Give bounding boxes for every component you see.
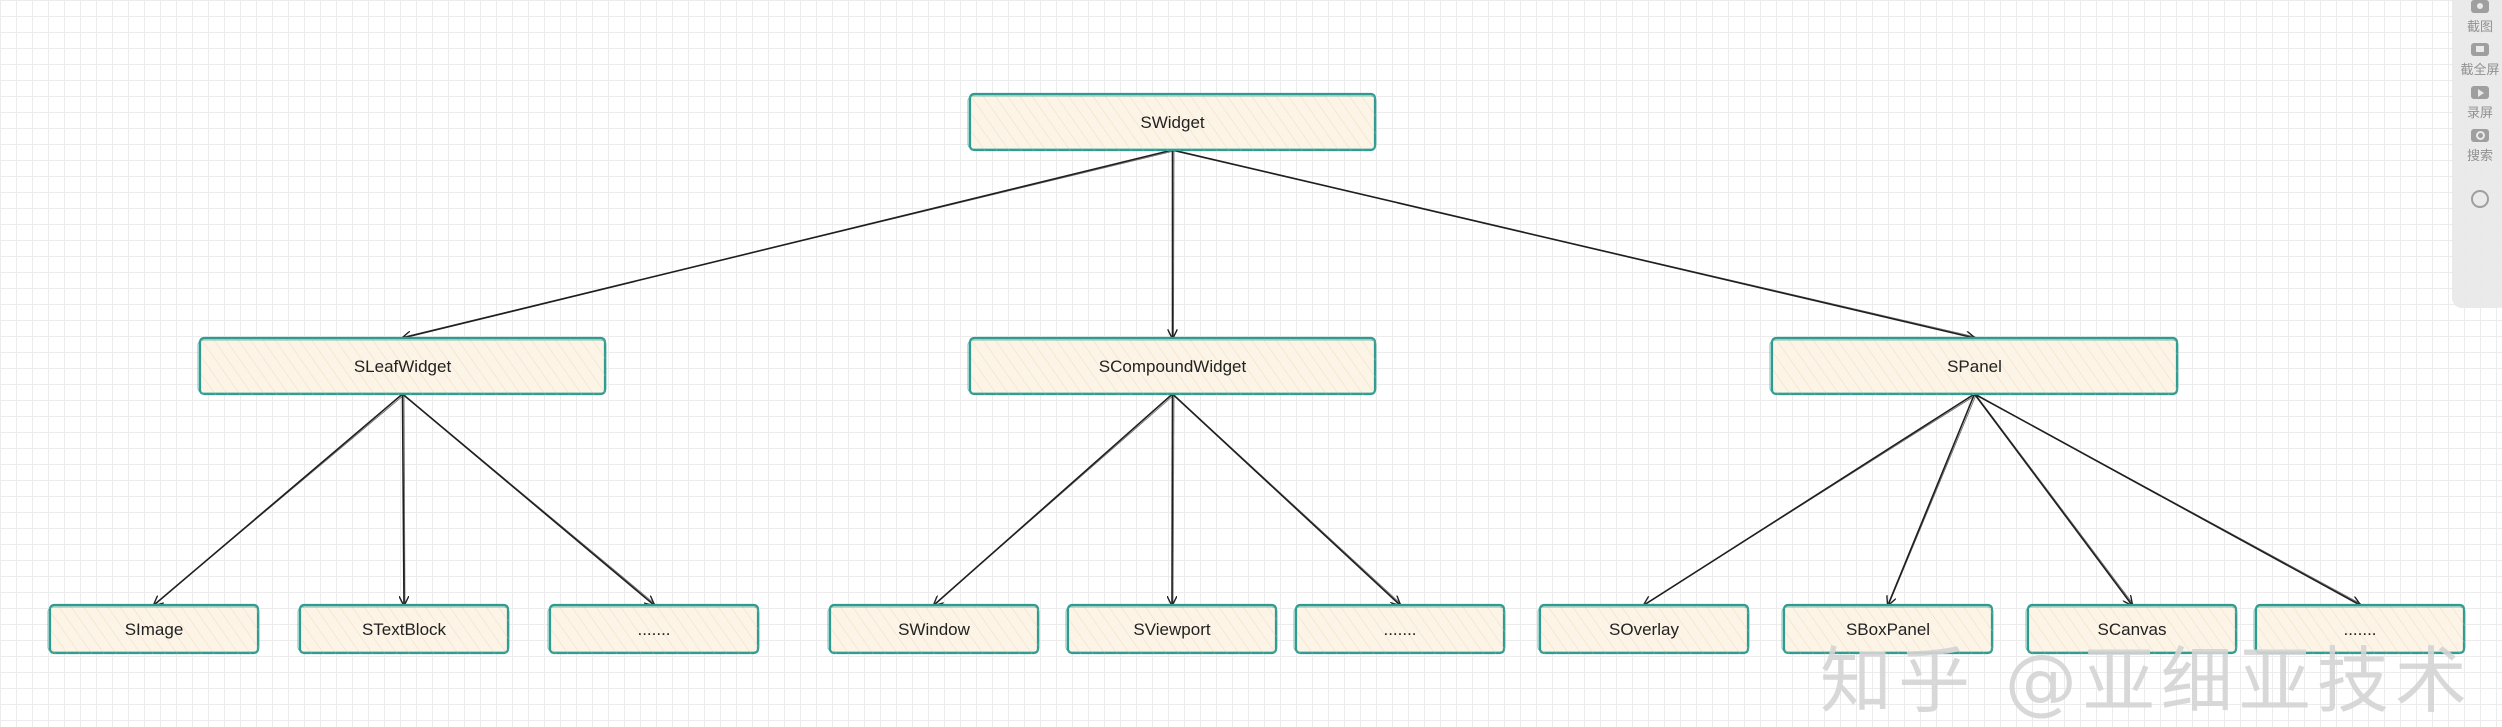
edge-scompoundwidget-sviewport	[1172, 393, 1174, 605]
settings-tool[interactable]	[2471, 172, 2489, 208]
node-leaf-more[interactable]: .......	[547, 603, 760, 655]
node-stextblock[interactable]: STextBlock	[297, 603, 510, 655]
fullscreen-icon	[2470, 43, 2489, 56]
node-label-scanvas: SCanvas	[2098, 620, 2167, 639]
node-label-compound-more: .......	[1383, 620, 1416, 639]
node-spanel[interactable]: SPanel	[1769, 336, 2179, 396]
edge-spanel-soverlay	[1644, 393, 1977, 605]
node-label-stextblock: STextBlock	[362, 620, 447, 639]
node-label-sleafwidget: SLeafWidget	[354, 357, 452, 376]
fullscreen-screenshot-tool[interactable]: 截全屏	[2460, 43, 2500, 78]
node-scompoundwidget[interactable]: SCompoundWidget	[967, 336, 1377, 396]
fullscreen-label: 截全屏	[2460, 63, 2500, 78]
node-label-soverlay: SOverlay	[1609, 620, 1679, 639]
edges-layer	[154, 149, 2362, 605]
search-icon	[2470, 129, 2489, 142]
node-label-panel-more: .......	[2343, 620, 2376, 639]
edge-swidget-spanel	[1172, 149, 1976, 338]
edge-spanel-sboxpanel	[1888, 393, 1977, 605]
search-tool[interactable]: 搜索	[2467, 129, 2493, 164]
node-label-spanel: SPanel	[1947, 357, 2002, 376]
edge-sleafwidget-simage	[154, 393, 405, 605]
record-tool[interactable]: 录屏	[2467, 86, 2493, 121]
settings-icon	[2471, 190, 2489, 208]
screenshot-tool[interactable]: 截图	[2467, 0, 2493, 35]
search-label: 搜索	[2466, 149, 2493, 164]
edge-swidget-sleafwidget	[403, 149, 1175, 338]
node-label-sboxpanel: SBoxPanel	[1846, 620, 1930, 639]
node-label-scompoundwidget: SCompoundWidget	[1099, 357, 1247, 376]
watermark: 知乎 @亚细亚技术	[1820, 639, 2473, 723]
edge-spanel-panel-more	[1974, 393, 2362, 605]
record-label: 录屏	[2466, 106, 2493, 121]
edge-swidget-scompoundwidget	[1173, 150, 1175, 338]
node-label-swidget: SWidget	[1140, 113, 1205, 132]
node-label-swindow: SWindow	[898, 620, 971, 639]
node-sviewport[interactable]: SViewport	[1065, 603, 1278, 655]
node-scanvas[interactable]: SCanvas	[2025, 603, 2238, 655]
node-sleafwidget[interactable]: SLeafWidget	[197, 336, 607, 396]
node-panel-more[interactable]: .......	[2253, 603, 2466, 655]
edge-sleafwidget-leaf-more	[401, 393, 656, 605]
node-label-sviewport: SViewport	[1133, 620, 1210, 639]
node-simage[interactable]: SImage	[47, 603, 260, 655]
edge-sleafwidget-stextblock	[403, 393, 406, 605]
node-sboxpanel[interactable]: SBoxPanel	[1781, 603, 1994, 655]
edge-scompoundwidget-swindow	[934, 393, 1175, 605]
node-label-simage: SImage	[125, 620, 184, 639]
edge-spanel-scanvas	[1973, 393, 2134, 605]
node-compound-more[interactable]: .......	[1293, 603, 1506, 655]
node-swindow[interactable]: SWindow	[827, 603, 1040, 655]
screenshot-label: 截图	[2466, 20, 2493, 35]
edge-scompoundwidget-compound-more	[1171, 393, 1402, 605]
node-swidget[interactable]: SWidget	[967, 92, 1377, 152]
node-soverlay[interactable]: SOverlay	[1537, 603, 1750, 655]
camera-icon	[2470, 0, 2489, 13]
node-label-leaf-more: .......	[637, 620, 670, 639]
side-toolbar: 截图 截全屏 录屏 搜索	[2452, 0, 2502, 308]
record-icon	[2470, 86, 2489, 99]
